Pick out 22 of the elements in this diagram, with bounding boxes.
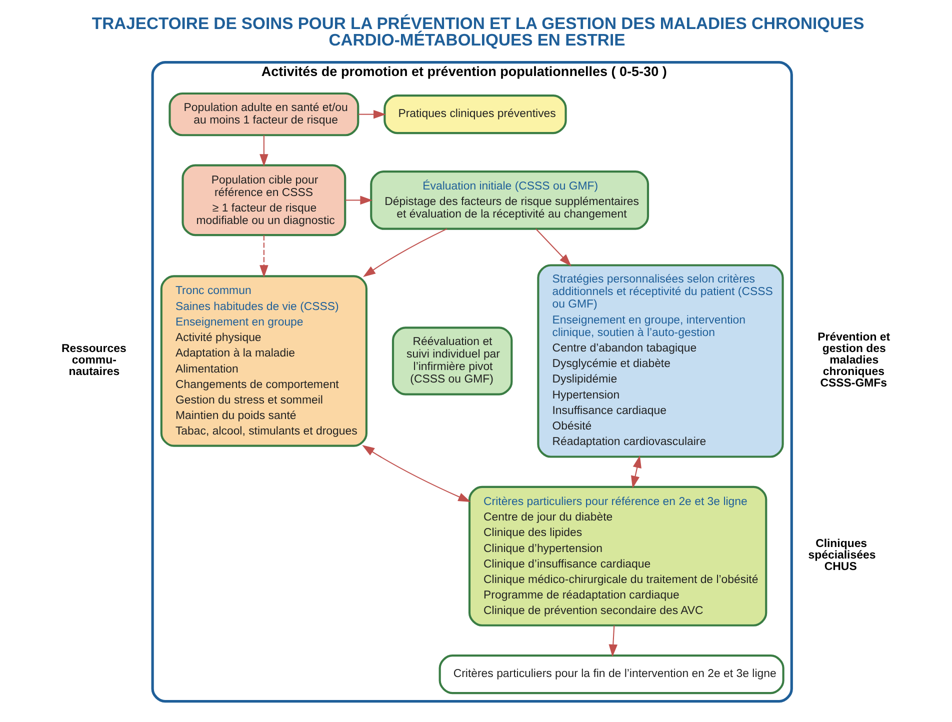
diagram-title: TRAJECTOIRE DE SOINS POUR LA PRÉVENTION ET LA GESTION DES MALADIES CHRONIQUES CARDIO-MÉTABOLIQUES EN ESTRIE	[92, 14, 864, 50]
node-box: Tronc commun Saines habitudes de vie (CSSS) Enseignement en groupe Activité physique Adaptation à la maladie Alimentation Changements de comportement Gestion du stress et sommeil Maintien du poids santé Tabac, alcool, stimulants et drogues	[160, 275, 368, 447]
node-box: Population adulte en santé et/ou au moins 1 facteur de risque	[168, 92, 360, 136]
node-box: Réévaluation et suivi individuel par l’infirmière pivot (CSSS ou GMF)	[392, 326, 513, 396]
arrow	[363, 228, 448, 278]
arrow	[362, 444, 471, 502]
label: Cliniques spécialisées CHUS	[808, 538, 876, 573]
node-box: Pratiques cliniques préventives	[384, 94, 567, 134]
label: Ressources commu- nautaires	[61, 342, 126, 378]
arrow	[535, 228, 572, 266]
node-box: Critères particuliers pour référence en 2e et 3e ligne Centre de jour du diabète Clinique des lipides Clinique d’hypertension Clinique d’insuffisance cardiaque Clinique médico-chirurgicale du traitement de l’obésité Programme de réadaptation cardiaque Clinique de prévention secondaire des AVC	[468, 486, 768, 626]
arrow	[608, 625, 618, 657]
arrow	[346, 196, 373, 205]
arrow	[358, 110, 386, 119]
node-box: Évaluation initiale (CSSS ou GMF) Dépistage des facteurs de risque supplémentaires et évaluation de la réceptivité au changement	[370, 170, 650, 230]
label: Prévention et gestion des maladies chroniques CSSS-GMFs	[818, 331, 890, 390]
arrow	[260, 135, 268, 167]
arrow	[631, 455, 642, 488]
node-box: Stratégies personnalisées selon critères additionnels et réceptivité du patient (CSSS ou GMF) Enseignement en groupe, intervention clinique, soutien à l’auto-gestion Centre d’abandon tabagique Dysglycémie et diabète Dyslipidémie Hypertension Insuffisance cardiaque Obésité Réadaptation cardiovasculaire	[537, 264, 784, 458]
node-box: Population cible pour référence en CSSS ≥ 1 facteur de risque modifiable ou un diagnostic	[182, 164, 346, 236]
node-box: Critères particuliers pour la fin de l’intervention en 2e et 3e ligne	[438, 654, 784, 694]
arrow	[260, 235, 268, 278]
